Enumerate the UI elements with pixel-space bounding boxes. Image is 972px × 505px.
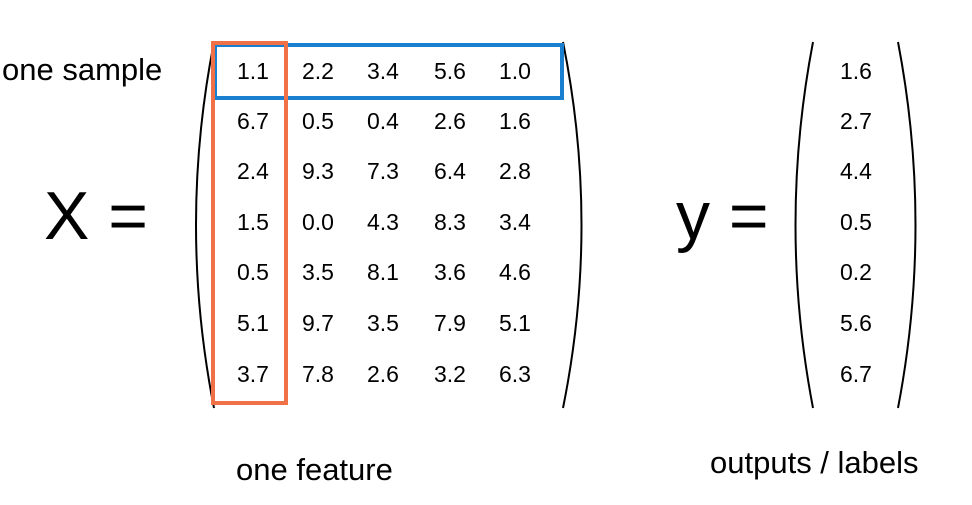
matrix-cell: 7.3 (367, 158, 399, 184)
matrix-cell: 2.2 (302, 58, 334, 84)
matrix-cell: 2.6 (367, 361, 399, 387)
one-feature-label: one feature (236, 452, 393, 487)
matrix-cell: 1.5 (237, 209, 269, 235)
matrix-cell: 1.0 (499, 58, 531, 84)
matrix-cell: 3.5 (302, 259, 334, 285)
matrix-cell: 9.7 (302, 310, 334, 336)
matrix-right-paren (562, 41, 583, 409)
matrix-cell: 5.1 (237, 310, 269, 336)
vector-cell: 1.6 (840, 58, 872, 84)
matrix-cell: 6.4 (434, 158, 466, 184)
vector-cell: 6.7 (840, 361, 872, 387)
matrix-cell: 3.2 (434, 361, 466, 387)
matrix-cell: 5.1 (499, 310, 531, 336)
matrix-cell: 7.8 (302, 361, 334, 387)
matrix-cell: 2.4 (237, 158, 269, 184)
vector-cell: 0.5 (840, 209, 872, 235)
matrix-cell: 6.7 (237, 108, 269, 134)
vector-cell: 4.4 (840, 158, 872, 184)
matrix-cell: 7.9 (434, 310, 466, 336)
vector-y-symbol: y = (676, 178, 769, 254)
matrix-cell: 0.0 (302, 209, 334, 235)
vector-right-paren (897, 41, 917, 409)
vector-cell: 5.6 (840, 310, 872, 336)
feature-column-highlight-box (211, 41, 288, 405)
matrix-cell: 0.5 (237, 259, 269, 285)
matrix-x-symbol: X = (44, 178, 148, 254)
matrix-cell: 0.5 (302, 108, 334, 134)
matrix-cell: 9.3 (302, 158, 334, 184)
vector-cell: 2.7 (840, 108, 872, 134)
matrix-cell: 0.4 (367, 108, 399, 134)
matrix-cell: 4.3 (367, 209, 399, 235)
matrix-left-paren (195, 41, 215, 409)
matrix-cell: 1.1 (237, 58, 269, 84)
matrix-cell: 3.7 (237, 361, 269, 387)
matrix-cell: 2.8 (499, 158, 531, 184)
matrix-cell: 3.5 (367, 310, 399, 336)
matrix-cell: 4.6 (499, 259, 531, 285)
matrix-cell: 6.3 (499, 361, 531, 387)
matrix-cell: 8.1 (367, 259, 399, 285)
matrix-cell: 5.6 (434, 58, 466, 84)
matrix-cell: 1.6 (499, 108, 531, 134)
matrix-cell: 2.6 (434, 108, 466, 134)
outputs-labels-label: outputs / labels (710, 445, 919, 480)
matrix-cell: 8.3 (434, 209, 466, 235)
one-sample-label: one sample (2, 52, 163, 87)
matrix-cell: 3.6 (434, 259, 466, 285)
matrix-cell: 3.4 (499, 209, 531, 235)
matrix-cell: 3.4 (367, 58, 399, 84)
vector-cell: 0.2 (840, 259, 872, 285)
vector-left-paren (794, 41, 814, 409)
